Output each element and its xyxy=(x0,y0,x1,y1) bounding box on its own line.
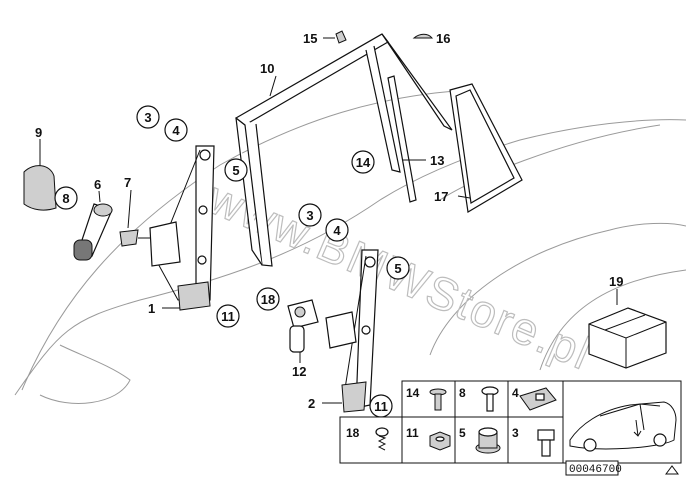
front-regulator-part xyxy=(149,145,215,311)
label-4-front: 4 xyxy=(172,123,180,138)
label-17: 17 xyxy=(434,189,448,204)
rear-regulator-part xyxy=(325,249,379,413)
label-5-front: 5 xyxy=(232,163,239,178)
table-label-8: 8 xyxy=(459,386,466,400)
label-4-rear: 4 xyxy=(333,223,341,238)
table-label-4: 4 xyxy=(512,386,519,400)
cover-part xyxy=(412,33,434,39)
label-3-front: 3 xyxy=(144,110,151,125)
table-label-3: 3 xyxy=(512,426,519,440)
label-11-front: 11 xyxy=(221,309,235,324)
label-14: 14 xyxy=(356,155,371,170)
label-8: 8 xyxy=(62,191,69,206)
bolt-3-icon xyxy=(537,429,555,457)
bolt-14-icon xyxy=(429,388,447,411)
label-18: 18 xyxy=(261,292,275,307)
quarter-glass-part xyxy=(449,83,523,213)
clip-4-icon xyxy=(519,387,557,411)
label-11-rear: 11 xyxy=(374,399,388,414)
grommet-5-icon xyxy=(475,427,501,454)
knob-part xyxy=(119,229,150,247)
nut-11-icon xyxy=(429,431,451,451)
diagram-code-box xyxy=(565,460,619,476)
label-2: 2 xyxy=(308,396,315,411)
clip-part xyxy=(335,30,347,44)
repair-kit-box-part xyxy=(588,307,667,369)
table-label-5: 5 xyxy=(459,426,466,440)
crank-handle-part xyxy=(73,203,113,261)
small-parts-table: 14 8 4 18 11 5 3 xyxy=(339,380,682,464)
label-1: 1 xyxy=(148,301,155,316)
car-thumbnail xyxy=(569,401,677,452)
strip-part xyxy=(387,75,417,203)
diagram-code: 00046700 xyxy=(569,464,622,476)
label-6: 6 xyxy=(94,177,101,192)
screw-8-icon xyxy=(481,386,499,412)
label-19: 19 xyxy=(609,274,623,289)
label-5-rear: 5 xyxy=(394,261,401,276)
label-15: 15 xyxy=(303,31,317,46)
label-16: 16 xyxy=(436,31,450,46)
triangle-icon xyxy=(665,465,679,475)
label-7: 7 xyxy=(124,175,131,190)
label-9: 9 xyxy=(35,125,42,140)
label-10: 10 xyxy=(260,61,274,76)
label-13: 13 xyxy=(430,153,444,168)
label-12: 12 xyxy=(292,364,306,379)
table-label-14: 14 xyxy=(406,386,420,400)
end-cap-part xyxy=(23,165,57,211)
table-label-18: 18 xyxy=(346,426,360,440)
leader-lines xyxy=(39,37,618,404)
label-3-rear: 3 xyxy=(306,208,313,223)
screw-18-icon xyxy=(375,427,389,451)
motor-part xyxy=(287,299,319,353)
table-label-11: 11 xyxy=(406,426,419,440)
callout-badges xyxy=(54,105,410,418)
